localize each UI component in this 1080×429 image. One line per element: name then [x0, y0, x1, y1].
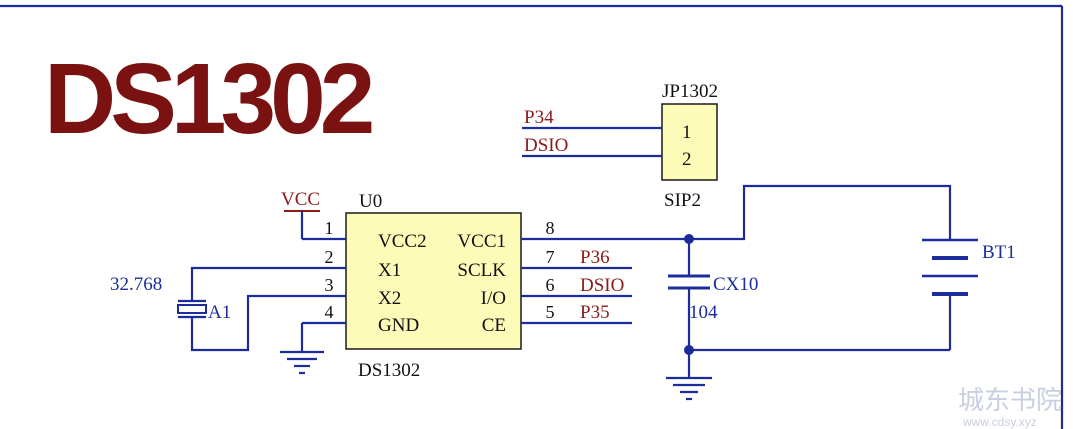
- ic-pin-num-5: 5: [546, 302, 555, 322]
- ic-pin-name-x2: X2: [378, 288, 401, 309]
- jumper-footprint: SIP2: [664, 190, 701, 211]
- crystal-symbol: [177, 299, 207, 319]
- net-label-dsio-jumper: DSIO: [524, 135, 568, 156]
- ic-ref: U0: [359, 191, 382, 212]
- ic-pin-name-io: I/O: [481, 288, 506, 309]
- crystal-wire-x2: [190, 294, 302, 352]
- ic-pin-num-2: 2: [325, 247, 334, 267]
- ic-pin-num-1: 1: [325, 218, 334, 238]
- net-label-dsio: DSIO: [580, 275, 624, 296]
- ic-pin-num-6: 6: [546, 275, 555, 295]
- ic-pin-num-7: 7: [546, 247, 555, 267]
- ic-pin-name-vcc2: VCC2: [378, 231, 427, 252]
- schematic-title: DS1302: [44, 43, 372, 155]
- ic-body: [345, 212, 522, 350]
- jumper-body: [661, 103, 718, 181]
- ic-pin-num-4: 4: [325, 302, 334, 322]
- ic-pin-num-3: 3: [325, 275, 334, 295]
- battery-symbol: [922, 238, 978, 296]
- ic-part: DS1302: [358, 360, 420, 381]
- vcc1-wire: [566, 184, 952, 241]
- jumper-pin-1: 1: [682, 122, 692, 143]
- ic-pin-num-8: 8: [546, 218, 555, 238]
- net-label-p34: P34: [524, 107, 554, 128]
- jumper-pin-2: 2: [682, 149, 692, 170]
- ic-pin-name-vcc1: VCC1: [457, 231, 506, 252]
- net-label-p36: P36: [580, 247, 610, 268]
- vcc-label: VCC: [281, 189, 320, 210]
- ic-pin-name-sclk: SCLK: [457, 260, 506, 281]
- watermark-text: 城东书院: [958, 385, 1062, 415]
- ic-pin-name-x1: X1: [378, 260, 401, 281]
- junction-vcc1: [684, 234, 694, 244]
- cap-ref: CX10: [713, 274, 758, 295]
- ic-pin-name-gnd: GND: [378, 315, 419, 336]
- battery-ref: BT1: [982, 242, 1016, 263]
- ic-pin-name-ce: CE: [482, 315, 506, 336]
- gnd2-symbol: [666, 376, 712, 401]
- crystal-wire-x1: [190, 266, 302, 300]
- gnd1-symbol: [280, 350, 324, 375]
- watermark-url: www.cdsy.xyz: [962, 415, 1037, 429]
- cap-value: 104: [689, 302, 718, 323]
- crystal-value: 32.768: [110, 274, 162, 295]
- crystal-ref: A1: [208, 302, 231, 323]
- net-label-p35: P35: [580, 302, 610, 323]
- jumper-ref: JP1302: [662, 81, 718, 102]
